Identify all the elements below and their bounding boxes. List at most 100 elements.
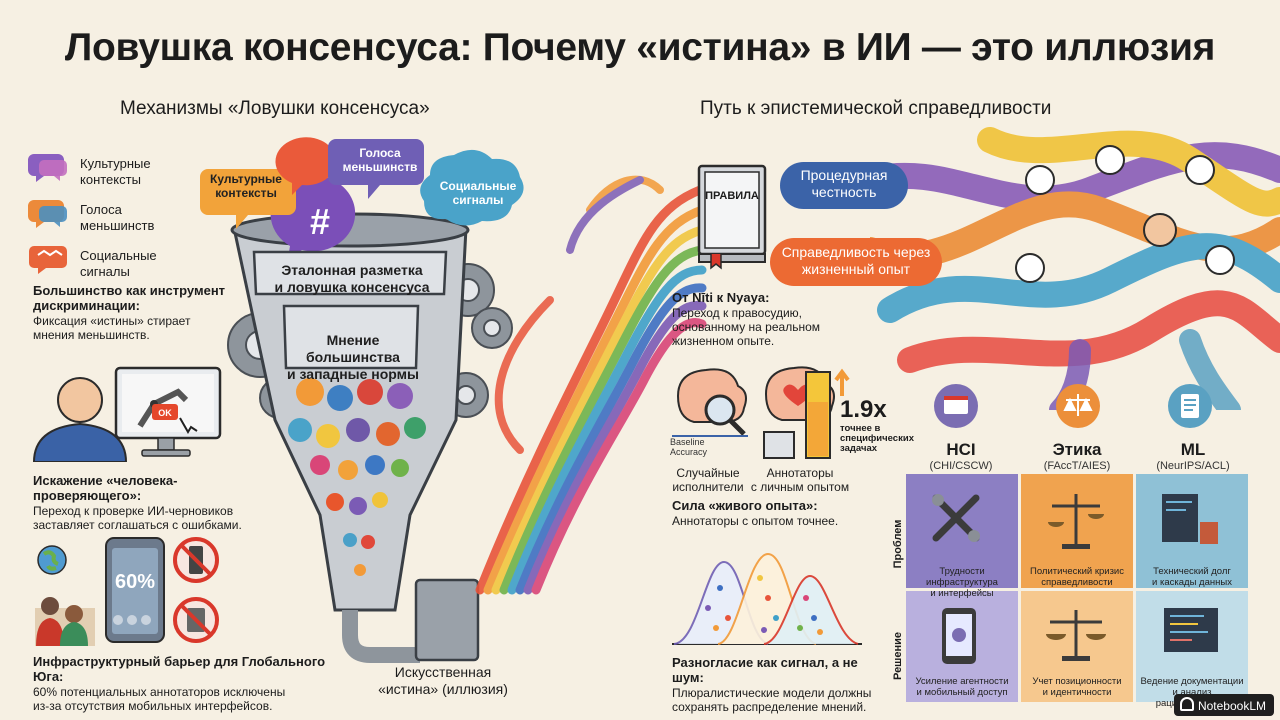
bubble-label: Социальные: [439, 179, 517, 193]
branding-label: NotebookLM: [1197, 699, 1266, 713]
column-icons: [934, 384, 1212, 428]
bubble-social: Социальные сигналы: [434, 179, 522, 207]
code-stack-icon: [1162, 494, 1218, 544]
mobile-agency-icon: [942, 608, 976, 664]
scales-icon: [1056, 384, 1100, 428]
niti-title: От Nīti к Nyaya:: [672, 290, 770, 305]
legend-label: Социальные: [80, 248, 157, 263]
human-title: Искажение «человека-проверяющего»:: [33, 473, 178, 503]
globe-icon: [1095, 145, 1125, 175]
bubble-minority: Голоса меньшинств: [336, 146, 424, 174]
notebooklm-logo-icon: [1179, 697, 1194, 711]
cursor-icon: [179, 417, 198, 434]
cell-text-line: и интерфейсы: [930, 588, 994, 599]
band-label: и ловушка консенсуса: [274, 279, 430, 295]
hci-problem-text: Трудности инфраструктура и интерфейсы: [906, 566, 1018, 599]
chat-bubble-red-icon: [29, 246, 67, 274]
distribution-illustration: [672, 552, 862, 645]
book-icon: [697, 164, 767, 270]
pill-procedural: Процедурная честность: [780, 162, 908, 209]
experience-title: Сила «живого опыта»:: [672, 498, 818, 513]
person-head-icon: [57, 377, 103, 423]
factor-note-line: специфических: [840, 433, 914, 444]
bubble-label: Культурные: [210, 172, 282, 186]
cell-text-line: и мобильный доступ: [916, 687, 1008, 698]
notebooklm-badge: NotebookLM: [1173, 694, 1274, 716]
legend-item-social: Социальные сигналы: [80, 248, 157, 280]
documentation-icon: [1164, 608, 1218, 652]
cell-text-line: Политический кризис: [1030, 566, 1124, 577]
disagreement-body: Плюралистические модели должны: [672, 686, 872, 700]
annotators-label-line: с личным опытом: [750, 480, 850, 494]
majority-body: мнения меньшинств.: [33, 328, 150, 342]
chat-icon: [1025, 165, 1055, 195]
no-phone-icon: [173, 537, 219, 583]
infra-block: Инфраструктурный барьер для Глобального …: [33, 654, 333, 713]
page-title: Ловушка консенсуса: Почему «истина» в ИИ…: [64, 26, 1216, 69]
funnel-band-majority: Мнение большинства и западные нормы: [286, 332, 420, 383]
column-subtitle: (NeurIPS/ACL): [1156, 460, 1230, 472]
input-bubbles: [200, 137, 524, 229]
cell-text-line: Ведение документации: [1140, 676, 1244, 687]
output-label: Искусственная: [394, 664, 492, 680]
person-body-icon: [32, 422, 128, 462]
document-icon: [1168, 384, 1212, 428]
output-box: [414, 578, 480, 662]
legend-item-minority: Голоса меньшинств: [80, 202, 154, 234]
human-body: заставляет соглашаться с ошибками.: [33, 518, 242, 532]
random-label-line: исполнители: [672, 480, 744, 494]
infra-title: Инфраструктурный барьер для Глобального …: [33, 654, 326, 684]
band-label: Эталонная разметка: [281, 262, 423, 278]
chat-bubble-orange-icon: [28, 200, 67, 228]
baseline-line-text: Baseline: [670, 437, 705, 447]
no-mobile-icon: [173, 597, 219, 643]
column-title: Этика: [1052, 440, 1102, 459]
cell-text-line: Усиление агентности: [915, 676, 1009, 687]
factor-note-line: точнее в: [840, 423, 881, 434]
bubble-cultural: Культурные контексты: [204, 172, 288, 200]
disagreement-title: Разногласие как сигнал, а не шум:: [672, 655, 858, 685]
ok-button-icon: [152, 404, 178, 420]
cell-text-line: справедливости: [1041, 577, 1113, 588]
data-streams: [475, 175, 707, 595]
heart-icon: [1205, 245, 1235, 275]
funnel-bubbles: [288, 378, 426, 576]
experience-body: Аннотаторы с опытом точнее.: [672, 514, 839, 528]
column-title: ML: [1180, 440, 1206, 459]
unbalanced-scales-icon: [1048, 494, 1104, 549]
magnifier-icon: [704, 394, 736, 426]
pill-label: Процедурная: [800, 167, 888, 183]
experience-block: Сила «живого опыта»: Аннотаторы с опытом…: [672, 498, 872, 528]
legend-item-cultural: Культурные контексты: [80, 156, 151, 188]
niti-body: основанному на реальном: [672, 320, 820, 334]
band-label: и западные нормы: [287, 366, 419, 382]
infrastructure-illustration: 60%: [35, 537, 219, 646]
human-body: Переход к проверке ИИ-черновиков: [33, 504, 234, 518]
brush-icon: [1015, 253, 1045, 283]
legend-label: Голоса: [80, 202, 122, 217]
majority-body: Фиксация «истины» стирает: [33, 314, 191, 328]
funnel-illustration: #: [227, 175, 513, 663]
random-label-line: Случайные: [676, 466, 740, 480]
grid-illustrations: [932, 494, 1218, 664]
bubble-label: контексты: [215, 186, 277, 200]
person-icon: [1143, 213, 1177, 247]
cell-text-line: Трудности инфраструктура: [926, 566, 998, 588]
pill-label: жизненный опыт: [801, 261, 911, 277]
disagreement-body: сохранять распределение мнений.: [672, 700, 867, 714]
random-label: Случайные исполнители: [668, 466, 748, 494]
bubble-label: сигналы: [452, 193, 504, 207]
hash-symbol: #: [310, 201, 330, 242]
bubble-label: меньшинств: [342, 160, 418, 174]
ribbon-icons: [1015, 145, 1235, 283]
funnel-output: Искусственная «истина» (иллюзия): [378, 664, 508, 698]
legend-label: меньшинств: [80, 218, 155, 233]
ethics-solution-text: Учет позиционности и идентичности: [1021, 676, 1133, 698]
cell-hci-problem: [906, 474, 1018, 588]
up-arrow-icon: [834, 368, 850, 396]
column-header-hci: HCI (CHI/CSCW): [906, 440, 1016, 472]
people-icon: [1185, 155, 1215, 185]
output-label: «истина» (иллюзия): [378, 681, 508, 697]
row-label-problem: Проблем: [892, 519, 904, 569]
pill-justice: Справедливость через жизненный опыт: [770, 238, 942, 286]
